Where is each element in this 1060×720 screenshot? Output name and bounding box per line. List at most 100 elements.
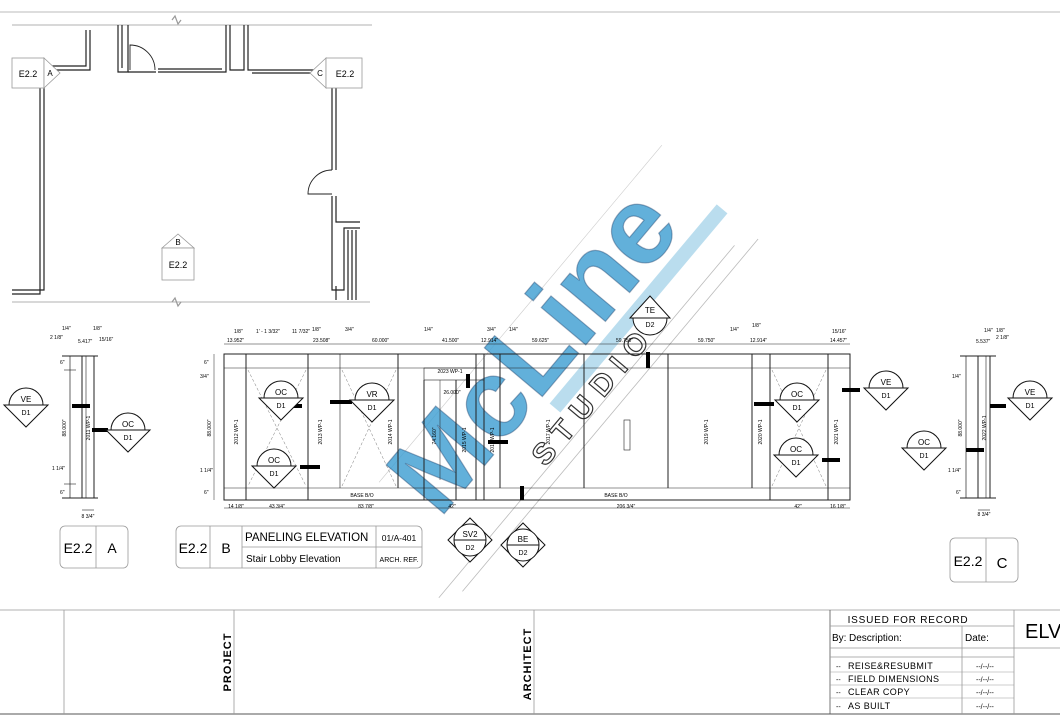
col-date: Date: bbox=[965, 633, 989, 644]
tag-oc-b2: OC D1 bbox=[251, 448, 297, 489]
dim-a-5: 15/16" bbox=[99, 337, 114, 343]
sheet-title: ELV bbox=[1025, 621, 1060, 643]
dim-b-bottom-2: 43 3/4" bbox=[269, 504, 285, 510]
dim-b-mid-10: 12.914" bbox=[750, 338, 767, 344]
tag-ve-c-bottom: D1 bbox=[1026, 403, 1035, 410]
row-2-by: -- bbox=[836, 677, 841, 684]
row-4-desc: AS BUILT bbox=[848, 701, 891, 711]
panel-b-6: 2017 WP-1 bbox=[546, 419, 552, 444]
dim-b-top-10: 15/16" bbox=[832, 329, 847, 335]
tag-ve-c-top: VE bbox=[1025, 388, 1036, 397]
row-4-by: -- bbox=[836, 704, 841, 711]
dim-b-mid-4: 60.000" bbox=[372, 338, 389, 344]
tag-oc-left: OC D1 bbox=[105, 412, 151, 453]
panel-b-5: 2016 WP-1 bbox=[490, 427, 496, 452]
tag-oc-b4: OC D1 bbox=[773, 437, 819, 478]
dim-b-top-6: 3/4" bbox=[487, 327, 496, 333]
dim-c-3: 5.537" bbox=[976, 339, 991, 345]
title-b-name: PANELING ELEVATION bbox=[245, 532, 368, 544]
row-4-date: --/--/-- bbox=[976, 704, 995, 711]
title-a-sheet: E2.2 bbox=[64, 540, 93, 556]
row-2-desc: FIELD DIMENSIONS bbox=[848, 674, 939, 684]
row-3-by: -- bbox=[836, 690, 841, 697]
panel-a: 2011 WP-1 bbox=[86, 415, 92, 440]
tag-vr-bottom: D1 bbox=[368, 405, 377, 412]
tag-ve-b-bottom: D1 bbox=[882, 393, 891, 400]
dim-b-mid-9: 59.750" bbox=[698, 338, 715, 344]
tag-oc-b1-top: OC bbox=[275, 388, 287, 397]
floor-tag-c: C E2.2 bbox=[309, 57, 363, 89]
dim-a-8: 6" bbox=[60, 490, 65, 496]
tag-oc-b3: OC D1 bbox=[774, 382, 820, 423]
floor-tag-a: E2.2 A bbox=[11, 57, 61, 89]
dim-b-mid-8: 59.750" bbox=[616, 338, 633, 344]
dim-c-6: 1 1/4" bbox=[948, 468, 961, 474]
tag-te-top: TE bbox=[645, 306, 655, 315]
row-3-desc: CLEAR COPY bbox=[848, 687, 910, 697]
row-2-date: --/--/-- bbox=[976, 677, 995, 684]
tag-oc-b3-top: OC bbox=[791, 390, 803, 399]
dim-b-bottom-3: 83 7/8" bbox=[358, 504, 374, 510]
tag-vr-top: VR bbox=[366, 390, 377, 399]
floor-tag-c-letter: C bbox=[317, 69, 323, 78]
dim-a-1: 1/4" bbox=[62, 326, 71, 332]
tag-sv2-top: SV2 bbox=[462, 530, 478, 539]
title-tag-a: E2.2 A bbox=[59, 525, 129, 569]
title-b-subtitle: Stair Lobby Elevation bbox=[246, 554, 341, 565]
dim-a-bottom: 8 3/4" bbox=[82, 514, 95, 520]
tag-oc-left-top: OC bbox=[122, 420, 134, 429]
tag-sv2-bottom: D2 bbox=[466, 545, 475, 552]
tag-oc-b4-top: OC bbox=[790, 445, 802, 454]
dim-a-2: 1/8" bbox=[93, 326, 102, 332]
dim-c-5: 1/4" bbox=[952, 374, 961, 380]
tag-oc-b1-bottom: D1 bbox=[277, 403, 286, 410]
title-tag-c: E2.2 C bbox=[949, 537, 1019, 583]
title-block: PROJECT ARCHITECT ISSUED FOR RECORD By: … bbox=[0, 609, 1060, 714]
base-label-left: BASE B/O bbox=[350, 493, 373, 499]
tag-ve-c: VE D1 bbox=[1007, 380, 1053, 421]
dim-b-top-7: 1/4" bbox=[509, 327, 518, 333]
tag-te: TE D2 bbox=[628, 295, 672, 336]
dim-b-bottom-7: 16 1/8" bbox=[830, 504, 846, 510]
dim-b-top-2: 1' - 1 3/32" bbox=[256, 329, 280, 335]
floor-tag-a-sheet: E2.2 bbox=[19, 69, 38, 79]
dim-b-mid-11: 14.457" bbox=[830, 338, 847, 344]
dim-b-bottom-4: 42" bbox=[448, 504, 456, 510]
panel-c: 2022 WP-1 bbox=[982, 415, 988, 440]
tag-ve-left-bottom: D1 bbox=[22, 410, 31, 417]
dim-a-4: 5.417" bbox=[78, 339, 93, 345]
dim-b-bottom-5: 206 3/4" bbox=[617, 504, 636, 510]
dim-c-1: 1/4" bbox=[984, 328, 993, 334]
tag-oc-c: OC D1 bbox=[901, 430, 947, 471]
dim-a-3: 2 1/8" bbox=[50, 335, 63, 341]
tag-ve-left: VE D1 bbox=[3, 387, 49, 428]
floor-tag-b-letter: B bbox=[175, 238, 180, 247]
tag-ve-b-top: VE bbox=[881, 378, 892, 387]
elevation-a: 1/4" 1/8" 2 1/8" 5.417" 15/16" 6" 1 1/4"… bbox=[50, 326, 114, 520]
tag-oc-b2-top: OC bbox=[268, 456, 280, 465]
dim-b-mid-2: 11 7/32" bbox=[292, 329, 310, 335]
col-description: Description: bbox=[849, 633, 902, 644]
dim-a-6: 6" bbox=[60, 360, 65, 366]
dim-c-4: 2 1/8" bbox=[996, 335, 1009, 341]
title-b-ref-label: ARCH. REF. bbox=[380, 557, 419, 564]
wp-label-b: 2023 WP-1 bbox=[437, 369, 462, 375]
dim-b-top-5: 1/4" bbox=[424, 327, 433, 333]
floor-tag-c-sheet: E2.2 bbox=[336, 69, 355, 79]
tag-oc-c-bottom: D1 bbox=[920, 453, 929, 460]
base-label-right: BASE B/O bbox=[604, 493, 627, 499]
dim-b-inner-height: 74.160" bbox=[432, 427, 438, 444]
tag-oc-left-bottom: D1 bbox=[124, 435, 133, 442]
tag-oc-b4-bottom: D1 bbox=[792, 460, 801, 467]
elevation-b: 1/8" 1' - 1 3/32" 1/8" 3/4" 1/4" 3/4" 1/… bbox=[200, 323, 860, 510]
tag-be-top: BE bbox=[518, 535, 529, 544]
panel-b-7: 2019 WP-1 bbox=[704, 419, 710, 444]
panel-b-9: 2021 WP-1 bbox=[834, 419, 840, 444]
title-c-letter: C bbox=[997, 555, 1008, 572]
title-c-sheet: E2.2 bbox=[954, 553, 983, 569]
dim-b-mid-3: 23.508" bbox=[313, 338, 330, 344]
dim-b-bottom-6: 42" bbox=[794, 504, 802, 510]
project-label: PROJECT bbox=[222, 633, 234, 692]
tag-oc-b2-bottom: D1 bbox=[270, 471, 279, 478]
